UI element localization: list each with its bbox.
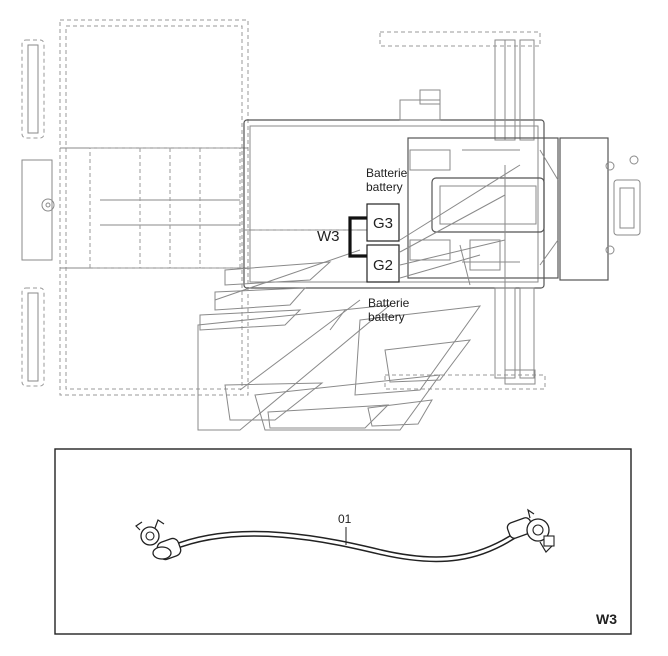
left-wheels [21, 39, 53, 387]
cab-floor-outline [197, 249, 482, 431]
engine-compartment [407, 137, 559, 279]
battery-label-top-line2: battery [366, 180, 403, 194]
cable-inner [170, 530, 522, 561]
battery-callouts: Batterie battery G3 G2 W3 Batterie batte… [317, 166, 410, 324]
cable-label-w3: W3 [317, 228, 340, 245]
battery-g2-box [366, 244, 400, 283]
battery-label-top-line1: Batterie [366, 166, 408, 180]
detail-panel: 01 W3 [54, 448, 632, 635]
cable-routing [399, 149, 559, 290]
battery-label-bottom-line2: battery [368, 310, 405, 324]
battery-label-bottom-line1: Batterie [368, 296, 410, 310]
lower-arm [384, 287, 546, 390]
fork-carriage-outline [41, 19, 249, 396]
detail-frame [54, 448, 632, 635]
right-terminal-clamp [506, 508, 555, 553]
battery-g3-box [366, 203, 400, 242]
w3-cable-highlight [348, 216, 367, 258]
battery-g2-label: G2 [373, 257, 393, 274]
rear-counterweight [559, 137, 641, 281]
left-terminal-clamp [135, 519, 182, 561]
upper-arm [379, 31, 541, 141]
machine-top-view [21, 19, 641, 431]
battery-g3-label: G3 [373, 215, 393, 232]
part-number-label: 01 [338, 512, 352, 526]
detail-view-label: W3 [596, 611, 617, 627]
